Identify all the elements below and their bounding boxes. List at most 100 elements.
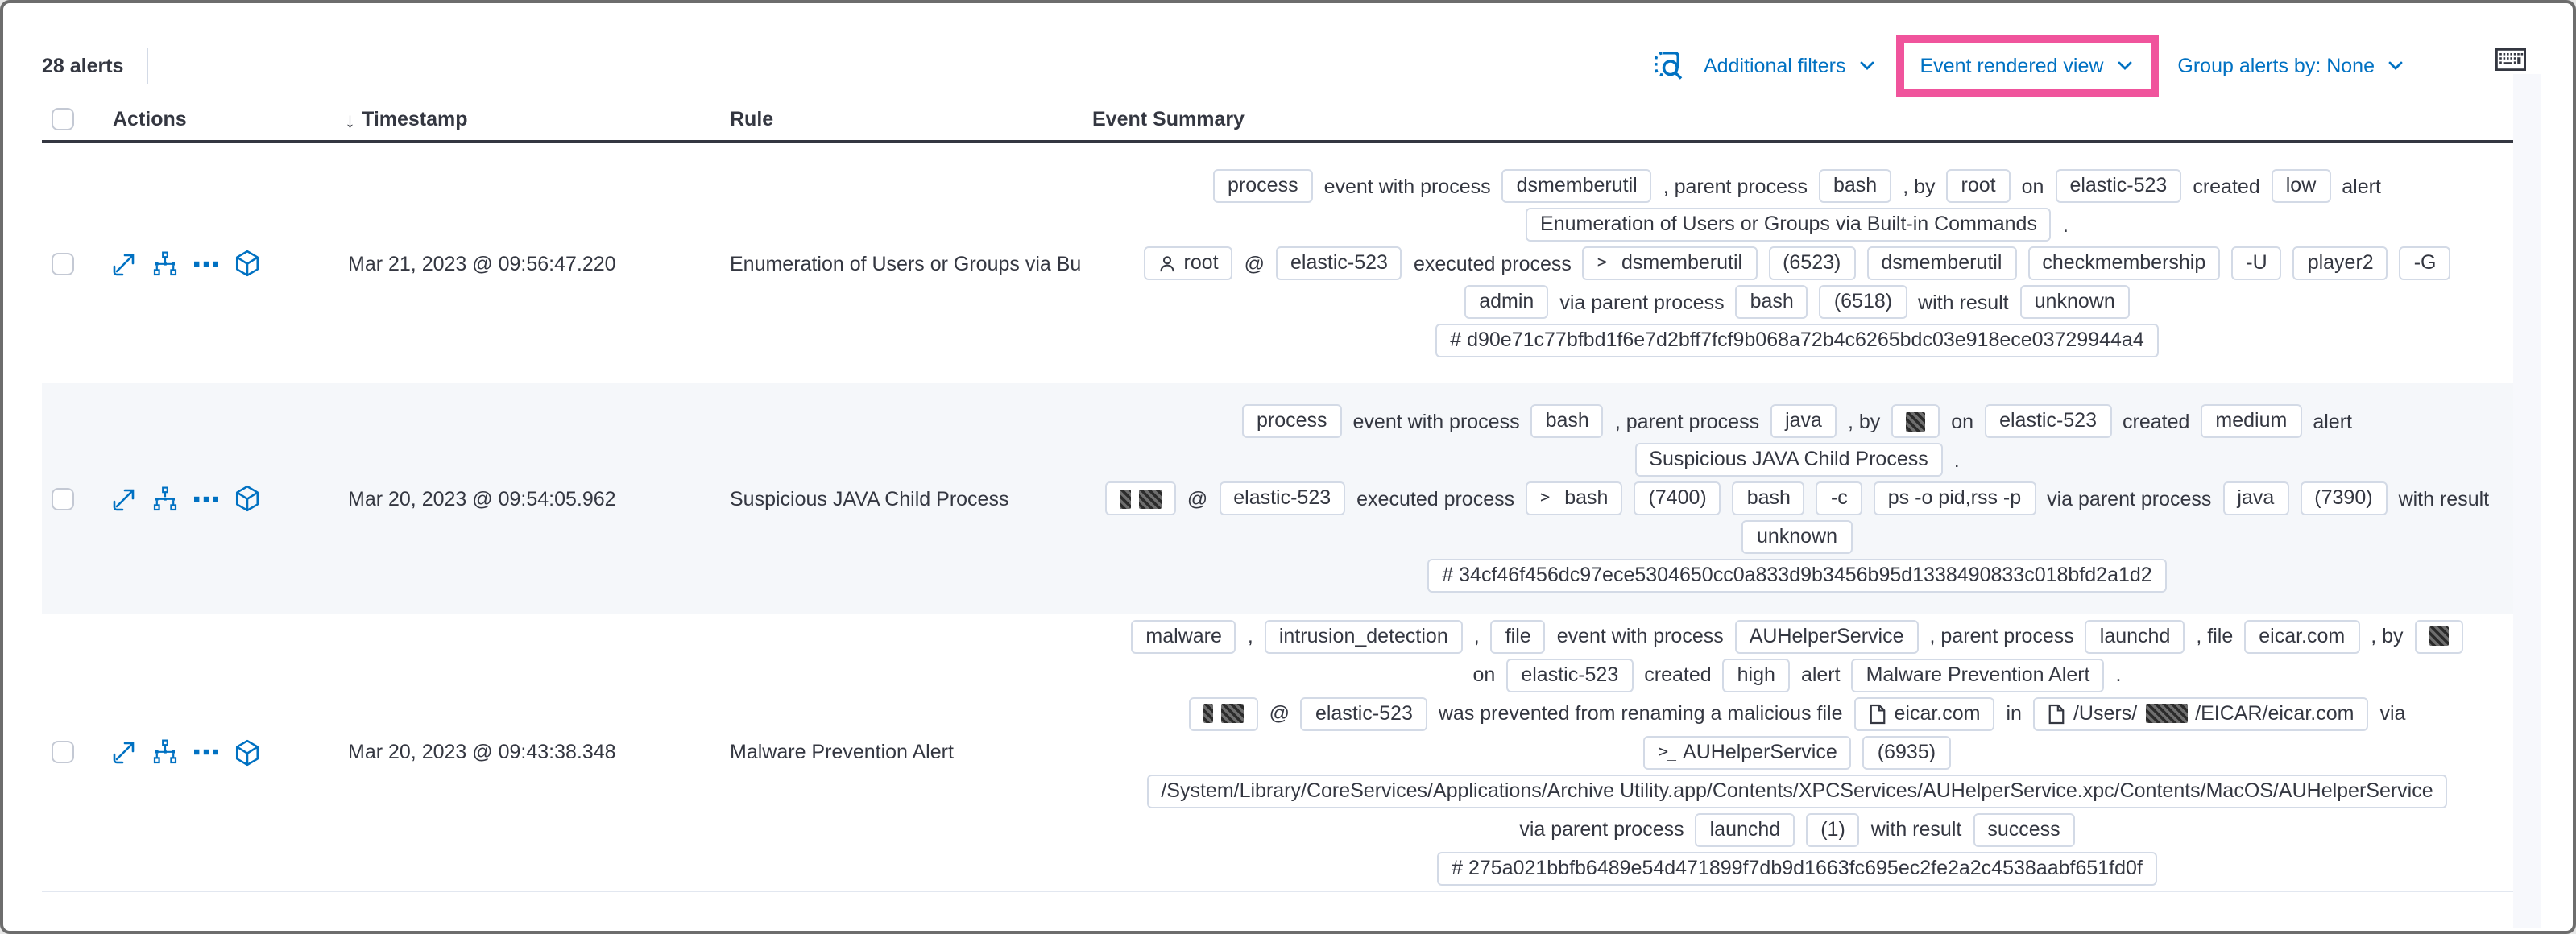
expand-alert-button[interactable]	[111, 739, 137, 765]
summary-badge[interactable]: player2	[2292, 246, 2388, 280]
summary-badge[interactable]: # 275a021bbfb6489e54d471899f7db9d1663fc6…	[1437, 851, 2157, 885]
summary-badge[interactable]: -U	[2231, 246, 2282, 280]
summary-badge[interactable]: (7400)	[1634, 481, 1721, 515]
summary-badge[interactable]: admin	[1464, 285, 1549, 319]
summary-badge[interactable]: elastic-523	[1300, 696, 1427, 730]
analyze-event-button[interactable]	[151, 250, 179, 276]
summary-text: in	[2006, 702, 2022, 725]
more-actions-icon	[194, 495, 218, 502]
summary-badge[interactable]: >_AUHelperService	[1643, 735, 1852, 769]
redacted-badge[interactable]	[1891, 404, 1940, 438]
summary-badge[interactable]: /Users//EICAR/eicar.com	[2032, 696, 2369, 730]
summary-badge[interactable]: /System/Library/CoreServices/Application…	[1146, 774, 2448, 808]
file-icon	[2048, 703, 2065, 724]
session-view-button[interactable]	[234, 738, 261, 766]
summary-badge[interactable]: bash	[1819, 169, 1892, 203]
badge-label: /EICAR/eicar.com	[2195, 701, 2354, 724]
summary-badge[interactable]: Enumeration of Users or Groups via Built…	[1526, 208, 2052, 242]
summary-badge[interactable]: launchd	[1695, 812, 1795, 846]
analyze-event-button[interactable]	[151, 739, 179, 765]
summary-badge[interactable]: low	[2271, 169, 2331, 203]
summary-badge[interactable]: unknown	[1741, 520, 1853, 554]
badge-label: elastic-523	[1315, 701, 1413, 724]
summary-badge[interactable]: elastic-523	[1506, 658, 1634, 692]
summary-badge[interactable]: launchd	[2085, 619, 2185, 653]
summary-badge[interactable]: (6523)	[1768, 246, 1856, 280]
summary-badge[interactable]: root	[1143, 246, 1233, 280]
summary-badge[interactable]: bash	[1530, 404, 1604, 438]
inspect-button[interactable]	[1652, 50, 1684, 82]
summary-badge[interactable]: Suspicious JAVA Child Process	[1634, 443, 1943, 477]
rule-cell[interactable]: Enumeration of Users or Groups via Bui	[730, 252, 1081, 275]
summary-badge[interactable]: root	[1946, 169, 2011, 203]
summary-badge[interactable]: (7390)	[2300, 481, 2388, 515]
summary-badge[interactable]: bash	[1735, 285, 1808, 319]
rule-cell[interactable]: Malware Prevention Alert	[730, 741, 954, 763]
row-checkbox[interactable]	[52, 487, 74, 510]
summary-badge[interactable]: medium	[2201, 404, 2302, 438]
summary-badge[interactable]: dsmemberutil	[1866, 246, 2017, 280]
select-all-checkbox[interactable]	[52, 108, 74, 130]
expand-alert-button[interactable]	[111, 250, 137, 276]
summary-badge[interactable]: process	[1213, 169, 1313, 203]
row-checkbox[interactable]	[52, 741, 74, 763]
badge-label: Malware Prevention Alert	[1866, 663, 2090, 685]
badge-label: # d90e71c77bfbd1f6e7d2bff7fcf9b068a72b4c…	[1450, 329, 2144, 351]
summary-badge[interactable]: elastic-523	[2055, 169, 2182, 203]
summary-badge[interactable]: elastic-523	[1219, 481, 1346, 515]
additional-filters-button[interactable]: Additional filters	[1700, 55, 1880, 77]
summary-badge[interactable]: success	[1973, 812, 2075, 846]
timestamp-cell: Mar 20, 2023 @ 09:54:05.962	[348, 487, 616, 510]
summary-badge[interactable]: Malware Prevention Alert	[1851, 658, 2105, 692]
summary-badge[interactable]: file	[1490, 619, 1546, 653]
redacted-badge[interactable]	[1104, 481, 1176, 515]
summary-badge[interactable]: # 34cf46f456dc97ece5304650cc0a833d9b3456…	[1427, 559, 2167, 593]
session-view-button[interactable]	[234, 250, 261, 277]
summary-badge[interactable]: process	[1241, 404, 1342, 438]
summary-badge[interactable]: (1)	[1806, 812, 1860, 846]
keyboard-shortcuts-button[interactable]	[2495, 48, 2526, 71]
group-alerts-button[interactable]: Group alerts by: None	[2174, 55, 2408, 77]
summary-badge[interactable]: AUHelperService	[1734, 619, 1919, 653]
column-header-rule[interactable]: Rule	[730, 108, 774, 130]
summary-badge[interactable]: # d90e71c77bfbd1f6e7d2bff7fcf9b068a72b4c…	[1435, 324, 2159, 357]
scrollbar-track[interactable]	[2513, 74, 2541, 928]
summary-badge[interactable]: -c	[1816, 481, 1862, 515]
row-checkbox[interactable]	[52, 252, 74, 275]
summary-badge[interactable]: -G	[2399, 246, 2451, 280]
redacted-badge[interactable]	[2414, 619, 2463, 653]
column-header-event-summary[interactable]: Event Summary	[1092, 108, 1245, 130]
summary-badge[interactable]: dsmemberutil	[1501, 169, 1652, 203]
summary-badge[interactable]: ps -o pid,rss -p	[1873, 481, 2036, 515]
summary-badge[interactable]: eicar.com	[2244, 619, 2360, 653]
session-view-button[interactable]	[234, 485, 261, 512]
expand-alert-button[interactable]	[111, 486, 137, 511]
summary-badge[interactable]: malware	[1131, 619, 1236, 653]
summary-badge[interactable]: high	[1722, 658, 1790, 692]
summary-badge[interactable]: (6518)	[1819, 285, 1907, 319]
summary-badge[interactable]: intrusion_detection	[1264, 619, 1463, 653]
summary-text: , by	[2371, 625, 2404, 647]
summary-badge[interactable]: unknown	[2019, 285, 2130, 319]
summary-badge[interactable]: bash	[1732, 481, 1805, 515]
more-actions-button[interactable]	[193, 250, 219, 276]
analyze-event-button[interactable]	[151, 486, 179, 511]
more-actions-button[interactable]	[193, 486, 219, 511]
summary-badge[interactable]: >_dsmemberutil	[1582, 246, 1758, 280]
summary-badge[interactable]: elastic-523	[1276, 246, 1402, 280]
more-actions-button[interactable]	[193, 739, 219, 765]
summary-badge[interactable]: checkmembership	[2027, 246, 2221, 280]
summary-badge[interactable]: (6935)	[1862, 735, 1951, 769]
summary-badge[interactable]: elastic-523	[1985, 404, 2111, 438]
view-selector-button[interactable]: Event rendered view	[1917, 55, 2138, 77]
column-header-timestamp[interactable]: ↓ Timestamp	[345, 107, 468, 131]
redacted-badge[interactable]	[1188, 696, 1258, 730]
checkbox-cell	[42, 383, 93, 614]
rule-cell[interactable]: Suspicious JAVA Child Process	[730, 487, 1009, 510]
summary-badge[interactable]: >_bash	[1526, 481, 1623, 515]
summary-badge[interactable]: java	[1770, 404, 1837, 438]
summary-badge[interactable]: eicar.com	[1853, 696, 1995, 730]
summary-badge[interactable]: java	[2222, 481, 2289, 515]
